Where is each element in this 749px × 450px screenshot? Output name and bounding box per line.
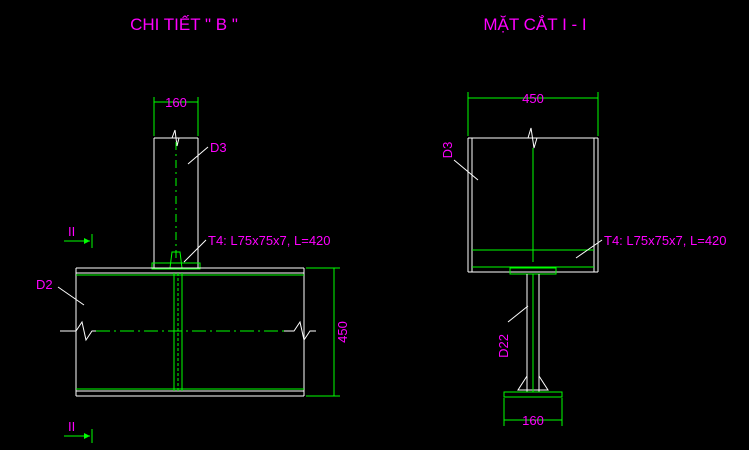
right-dim-top-width	[467, 92, 599, 136]
left-angle-label: T4: L75x75x7, L=420	[208, 233, 331, 248]
right-angle-label-leader	[575, 239, 603, 259]
left-beam-label-leader	[57, 286, 85, 306]
left-column-label-leader	[187, 146, 209, 165]
left-column-label: D3	[210, 140, 227, 155]
right-column-label: D3	[440, 142, 455, 159]
left-dim-beam-height	[306, 267, 340, 397]
left-beam-web	[173, 273, 183, 391]
right-dim-top-width-text: 450	[522, 91, 544, 106]
left-beam	[75, 267, 305, 397]
left-beam-label: D2	[36, 277, 53, 292]
left-angle-label-leader	[183, 239, 207, 263]
left-base-plate	[151, 262, 201, 270]
left-beam-flange-lines	[76, 274, 304, 390]
left-dim-column-width	[153, 97, 199, 136]
left-angle-weld	[169, 251, 183, 269]
left-dim-beam-height-text: 450	[335, 321, 350, 343]
left-beam-break-right	[282, 320, 316, 342]
right-column-break-mark	[524, 127, 542, 149]
right-dim-base-width-text: 160	[522, 413, 544, 428]
left-beam-break-left	[60, 320, 98, 342]
left-view: CHI TIẾT " B " 160 D3 T4: L75x75x7, L=42…	[36, 15, 350, 443]
left-section-mark-top: II	[64, 224, 93, 248]
right-post-base-plate	[503, 391, 563, 398]
right-column-label-leader	[453, 159, 479, 181]
right-angle-section	[472, 249, 594, 268]
right-view-title: MẶT CẮT I - I	[483, 15, 586, 34]
right-angle-label: T4: L75x75x7, L=420	[604, 233, 727, 248]
left-section-mark-top-text: II	[68, 224, 75, 239]
left-section-mark-bottom-text: II	[68, 419, 75, 434]
right-view: MẶT CẮT I - I 450 T4: L75x75x7, L=420	[440, 15, 727, 428]
right-post-label: D22	[496, 334, 511, 358]
right-post-label-leader	[507, 305, 529, 323]
left-section-mark-bottom: II	[64, 419, 93, 443]
left-column-break-mark	[168, 129, 184, 147]
left-dim-column-width-text: 160	[165, 95, 187, 110]
left-view-title: CHI TIẾT " B "	[130, 15, 238, 34]
right-dim-base-width	[503, 398, 563, 426]
